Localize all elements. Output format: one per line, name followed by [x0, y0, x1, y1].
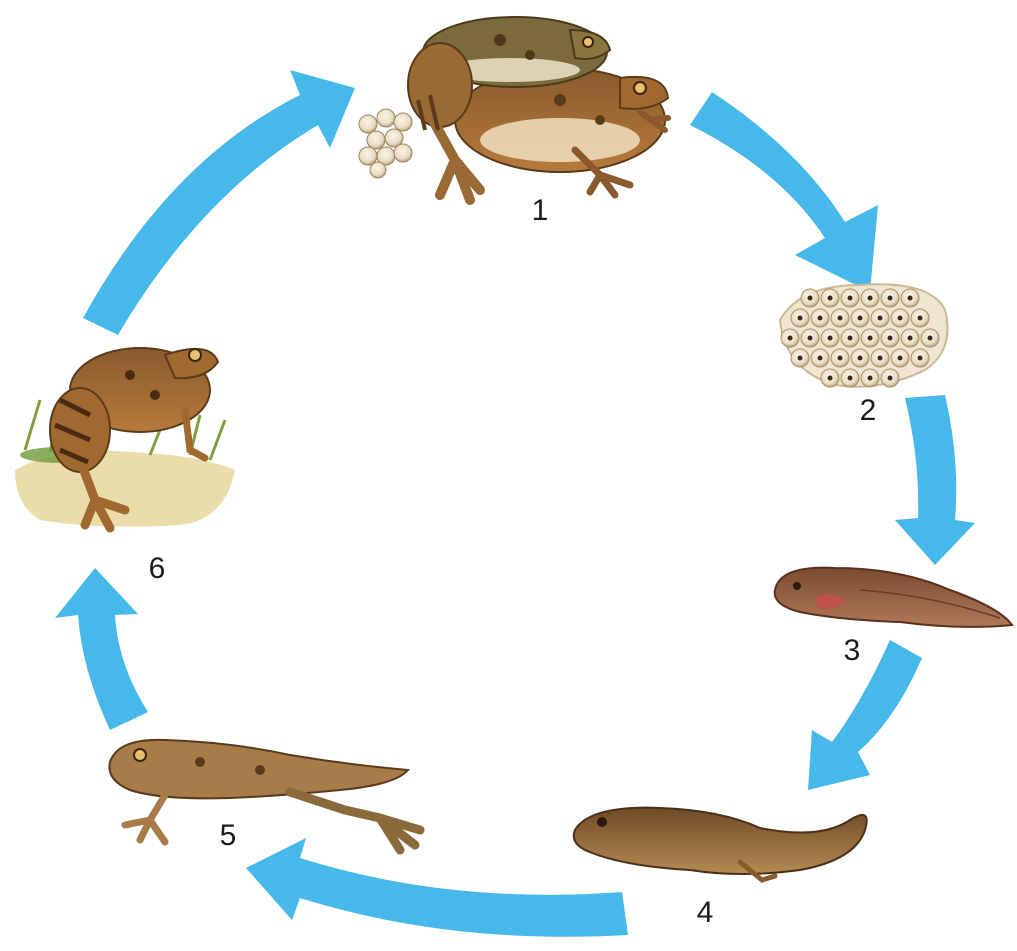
spawn-embryo	[788, 336, 793, 341]
spawn-embryo	[898, 356, 903, 361]
spawn-embryo	[808, 296, 813, 301]
froglet-with-tail-icon	[109, 740, 420, 850]
frog-spawn-icon	[780, 284, 948, 387]
spawn-embryo	[868, 376, 873, 381]
spawn-embryo	[838, 356, 843, 361]
arrow-6-to-1	[83, 70, 355, 335]
spawn-embryo	[838, 316, 843, 321]
spawn-embryo	[868, 336, 873, 341]
spawn-embryo	[858, 316, 863, 321]
tadpole-with-legs-icon	[574, 808, 867, 880]
spawn-embryo	[828, 376, 833, 381]
spawn-embryo	[798, 316, 803, 321]
spawn-embryo	[828, 296, 833, 301]
tadpole-icon	[775, 568, 1012, 627]
stage-label-2: 2	[860, 394, 877, 427]
spawn-embryo	[908, 336, 913, 341]
spawn-embryo	[918, 356, 923, 361]
spawn-embryo	[888, 336, 893, 341]
arrow-2-to-3	[895, 395, 975, 565]
spawn-embryo	[808, 336, 813, 341]
spawn-embryo	[898, 316, 903, 321]
spawn-embryo	[848, 296, 853, 301]
spawn-embryo	[928, 336, 933, 341]
spawn-embryo	[818, 316, 823, 321]
arrow-4-to-5	[246, 838, 628, 937]
arrow-3-to-4	[808, 640, 922, 790]
adult-frog-icon	[15, 348, 235, 528]
spawn-embryo	[848, 336, 853, 341]
spawn-embryo	[888, 296, 893, 301]
spawn-embryo	[858, 356, 863, 361]
spawn-embryo	[888, 376, 893, 381]
spawn-embryo	[918, 316, 923, 321]
stage-label-3: 3	[844, 634, 861, 667]
stage-label-6: 6	[149, 552, 166, 585]
spawn-embryo	[878, 316, 883, 321]
spawn-embryo	[828, 336, 833, 341]
spawn-embryo	[868, 296, 873, 301]
spawn-embryo	[818, 356, 823, 361]
arrow-5-to-6	[55, 568, 148, 730]
spawn-embryo	[798, 356, 803, 361]
spawn-embryo	[878, 356, 883, 361]
spawn-embryo	[848, 376, 853, 381]
mating-frogs-with-eggs-icon	[359, 17, 668, 200]
spawn-embryo	[908, 296, 913, 301]
stage-label-4: 4	[697, 896, 714, 929]
stage-label-5: 5	[220, 819, 237, 852]
arrow-1-to-2	[690, 92, 878, 292]
egg-clump	[359, 109, 412, 178]
stage-label-1: 1	[532, 194, 549, 227]
